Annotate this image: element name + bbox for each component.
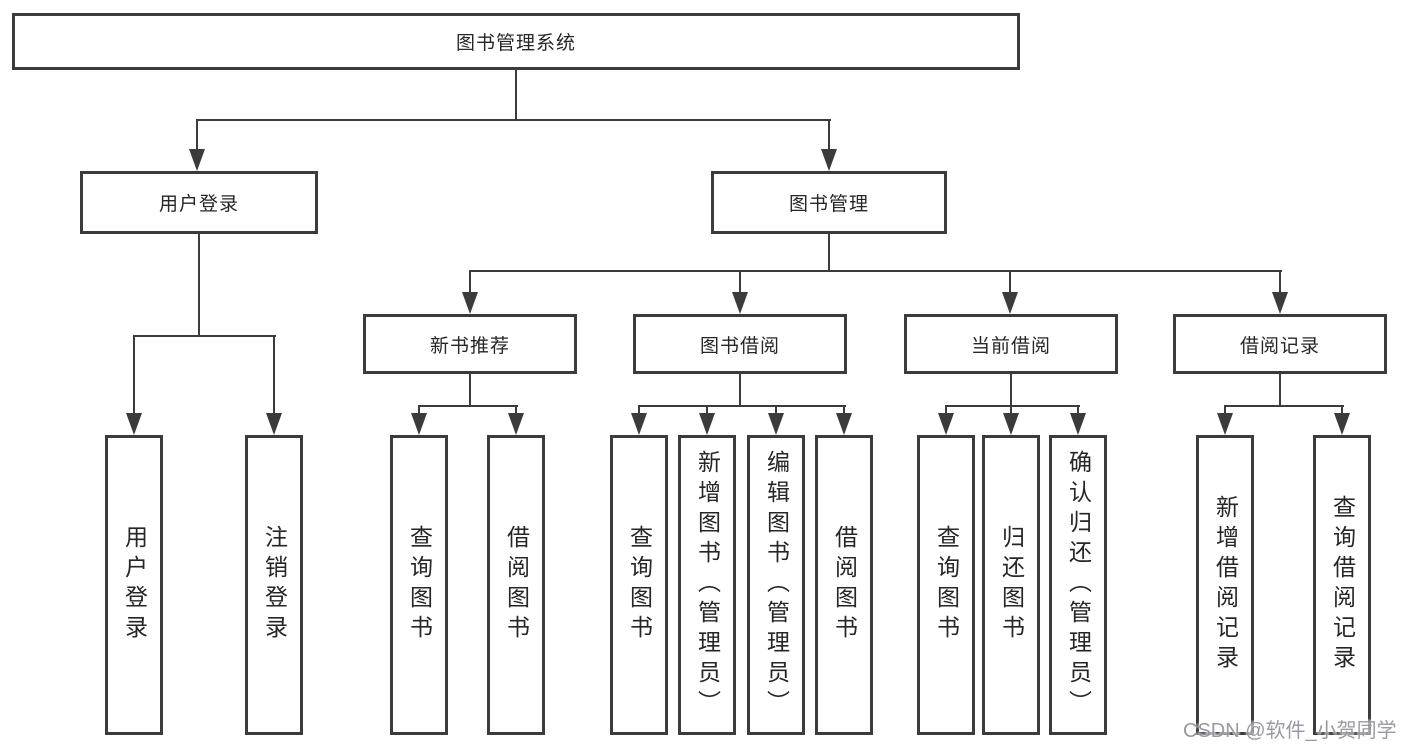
connector-bb-drop-3 bbox=[775, 405, 777, 415]
connector-level3-hline bbox=[469, 270, 1282, 272]
connector-br-hline bbox=[1224, 405, 1344, 407]
node-new-book-recommend-label: 新书推荐 bbox=[429, 335, 510, 357]
arrowhead-down-icon bbox=[1334, 413, 1350, 435]
leaf-bb-add-books-admin: 新增图书（管理员） bbox=[678, 435, 736, 735]
leaf-br-query-record-label: 查询借阅记录 bbox=[1329, 495, 1356, 675]
leaf-logout-label: 注销登录 bbox=[261, 525, 288, 645]
leaf-cb-return-books: 归还图书 bbox=[982, 435, 1040, 735]
node-book-borrow-label: 图书借阅 bbox=[699, 335, 780, 357]
connector-nbr-stub bbox=[469, 374, 471, 407]
leaf-bb-borrow-books-label: 借阅图书 bbox=[831, 525, 858, 645]
connector-to-new-book-recommend bbox=[469, 270, 471, 294]
leaf-bb-borrow-books: 借阅图书 bbox=[815, 435, 873, 735]
node-current-borrow-label: 当前借阅 bbox=[970, 335, 1051, 357]
connector-to-book-borrow bbox=[739, 270, 741, 294]
leaf-bb-query-books-label: 查询图书 bbox=[626, 525, 653, 645]
node-root: 图书管理系统 bbox=[12, 13, 1020, 70]
connector-user-login-stub bbox=[198, 234, 200, 337]
node-borrow-records: 借阅记录 bbox=[1173, 314, 1387, 374]
connector-cb-drop-3 bbox=[1077, 405, 1079, 415]
arrowhead-down-icon bbox=[631, 413, 647, 435]
arrowhead-down-icon bbox=[126, 413, 142, 435]
connector-br-stub bbox=[1279, 374, 1281, 407]
connector-bb-stub bbox=[739, 374, 741, 407]
leaf-bb-add-books-admin-label: 新增图书（管理员） bbox=[694, 450, 721, 720]
connector-bb-drop-2 bbox=[706, 405, 708, 415]
leaf-nbr-query-books: 查询图书 bbox=[390, 435, 448, 735]
connector-cb-hline bbox=[945, 405, 1080, 407]
connector-bb-drop-1 bbox=[638, 405, 640, 415]
arrowhead-down-icon bbox=[189, 149, 205, 171]
arrowhead-down-icon bbox=[1217, 413, 1233, 435]
node-user-login: 用户登录 bbox=[80, 171, 318, 234]
csdn-watermark: CSDN @软件_小贺同学 bbox=[1183, 720, 1397, 742]
connector-to-book-management bbox=[828, 119, 830, 152]
arrowhead-down-icon bbox=[768, 413, 784, 435]
leaf-nbr-query-books-label: 查询图书 bbox=[406, 525, 433, 645]
connector-cb-drop-1 bbox=[945, 405, 947, 415]
arrowhead-down-icon bbox=[821, 149, 837, 171]
leaf-bb-edit-books-admin-label: 编辑图书（管理员） bbox=[763, 450, 790, 720]
arrowhead-down-icon bbox=[938, 413, 954, 435]
arrowhead-down-icon bbox=[508, 413, 524, 435]
connector-bb-hline bbox=[638, 405, 846, 407]
arrowhead-down-icon bbox=[1002, 292, 1018, 314]
connector-cb-drop-2 bbox=[1010, 405, 1012, 415]
connector-to-user-login bbox=[196, 119, 198, 152]
leaf-cb-query-books-label: 查询图书 bbox=[933, 525, 960, 645]
arrowhead-down-icon bbox=[462, 292, 478, 314]
connector-user-login-hline bbox=[133, 335, 276, 337]
arrowhead-down-icon bbox=[411, 413, 427, 435]
node-book-management: 图书管理 bbox=[711, 171, 947, 234]
leaf-user-login-label: 用户登录 bbox=[121, 525, 148, 645]
connector-bb-drop-4 bbox=[843, 405, 845, 415]
leaf-br-query-record: 查询借阅记录 bbox=[1313, 435, 1371, 735]
leaf-bb-edit-books-admin: 编辑图书（管理员） bbox=[747, 435, 805, 735]
connector-to-leaf-logout bbox=[273, 335, 275, 415]
connector-nbr-hline bbox=[418, 405, 518, 407]
node-new-book-recommend: 新书推荐 bbox=[363, 314, 577, 374]
connector-br-drop-1 bbox=[1224, 405, 1226, 415]
node-book-borrow: 图书借阅 bbox=[633, 314, 847, 374]
leaf-bb-query-books: 查询图书 bbox=[610, 435, 668, 735]
arrowhead-down-icon bbox=[266, 413, 282, 435]
leaf-cb-query-books: 查询图书 bbox=[917, 435, 975, 735]
leaf-logout: 注销登录 bbox=[245, 435, 303, 735]
leaf-nbr-borrow-books-label: 借阅图书 bbox=[503, 525, 530, 645]
connector-br-drop-2 bbox=[1341, 405, 1343, 415]
connector-book-mgmt-stub bbox=[828, 234, 830, 272]
connector-to-current-borrow bbox=[1009, 270, 1011, 294]
connector-root-stub bbox=[515, 70, 517, 121]
node-user-login-label: 用户登录 bbox=[158, 194, 239, 215]
connector-nbr-drop-1 bbox=[418, 405, 420, 415]
leaf-cb-confirm-return-admin-label: 确认归还（管理员） bbox=[1065, 450, 1092, 720]
arrowhead-down-icon bbox=[1272, 292, 1288, 314]
arrowhead-down-icon bbox=[1003, 413, 1019, 435]
node-root-label: 图书管理系统 bbox=[455, 33, 576, 54]
connector-to-leaf-user-login bbox=[133, 335, 135, 415]
connector-nbr-drop-2 bbox=[515, 405, 517, 415]
leaf-nbr-borrow-books: 借阅图书 bbox=[487, 435, 545, 735]
arrowhead-down-icon bbox=[1070, 413, 1086, 435]
leaf-cb-return-books-label: 归还图书 bbox=[998, 525, 1025, 645]
connector-cb-stub bbox=[1010, 374, 1012, 407]
arrowhead-down-icon bbox=[836, 413, 852, 435]
leaf-cb-confirm-return-admin: 确认归还（管理员） bbox=[1049, 435, 1107, 735]
leaf-br-add-record-label: 新增借阅记录 bbox=[1212, 495, 1239, 675]
leaf-user-login: 用户登录 bbox=[105, 435, 163, 735]
connector-level1-hline bbox=[196, 119, 831, 121]
node-current-borrow: 当前借阅 bbox=[904, 314, 1118, 374]
leaf-br-add-record: 新增借阅记录 bbox=[1196, 435, 1254, 735]
node-borrow-records-label: 借阅记录 bbox=[1239, 335, 1320, 357]
arrowhead-down-icon bbox=[699, 413, 715, 435]
arrowhead-down-icon bbox=[732, 292, 748, 314]
node-book-management-label: 图书管理 bbox=[788, 194, 869, 215]
connector-to-borrow-records bbox=[1279, 270, 1281, 294]
